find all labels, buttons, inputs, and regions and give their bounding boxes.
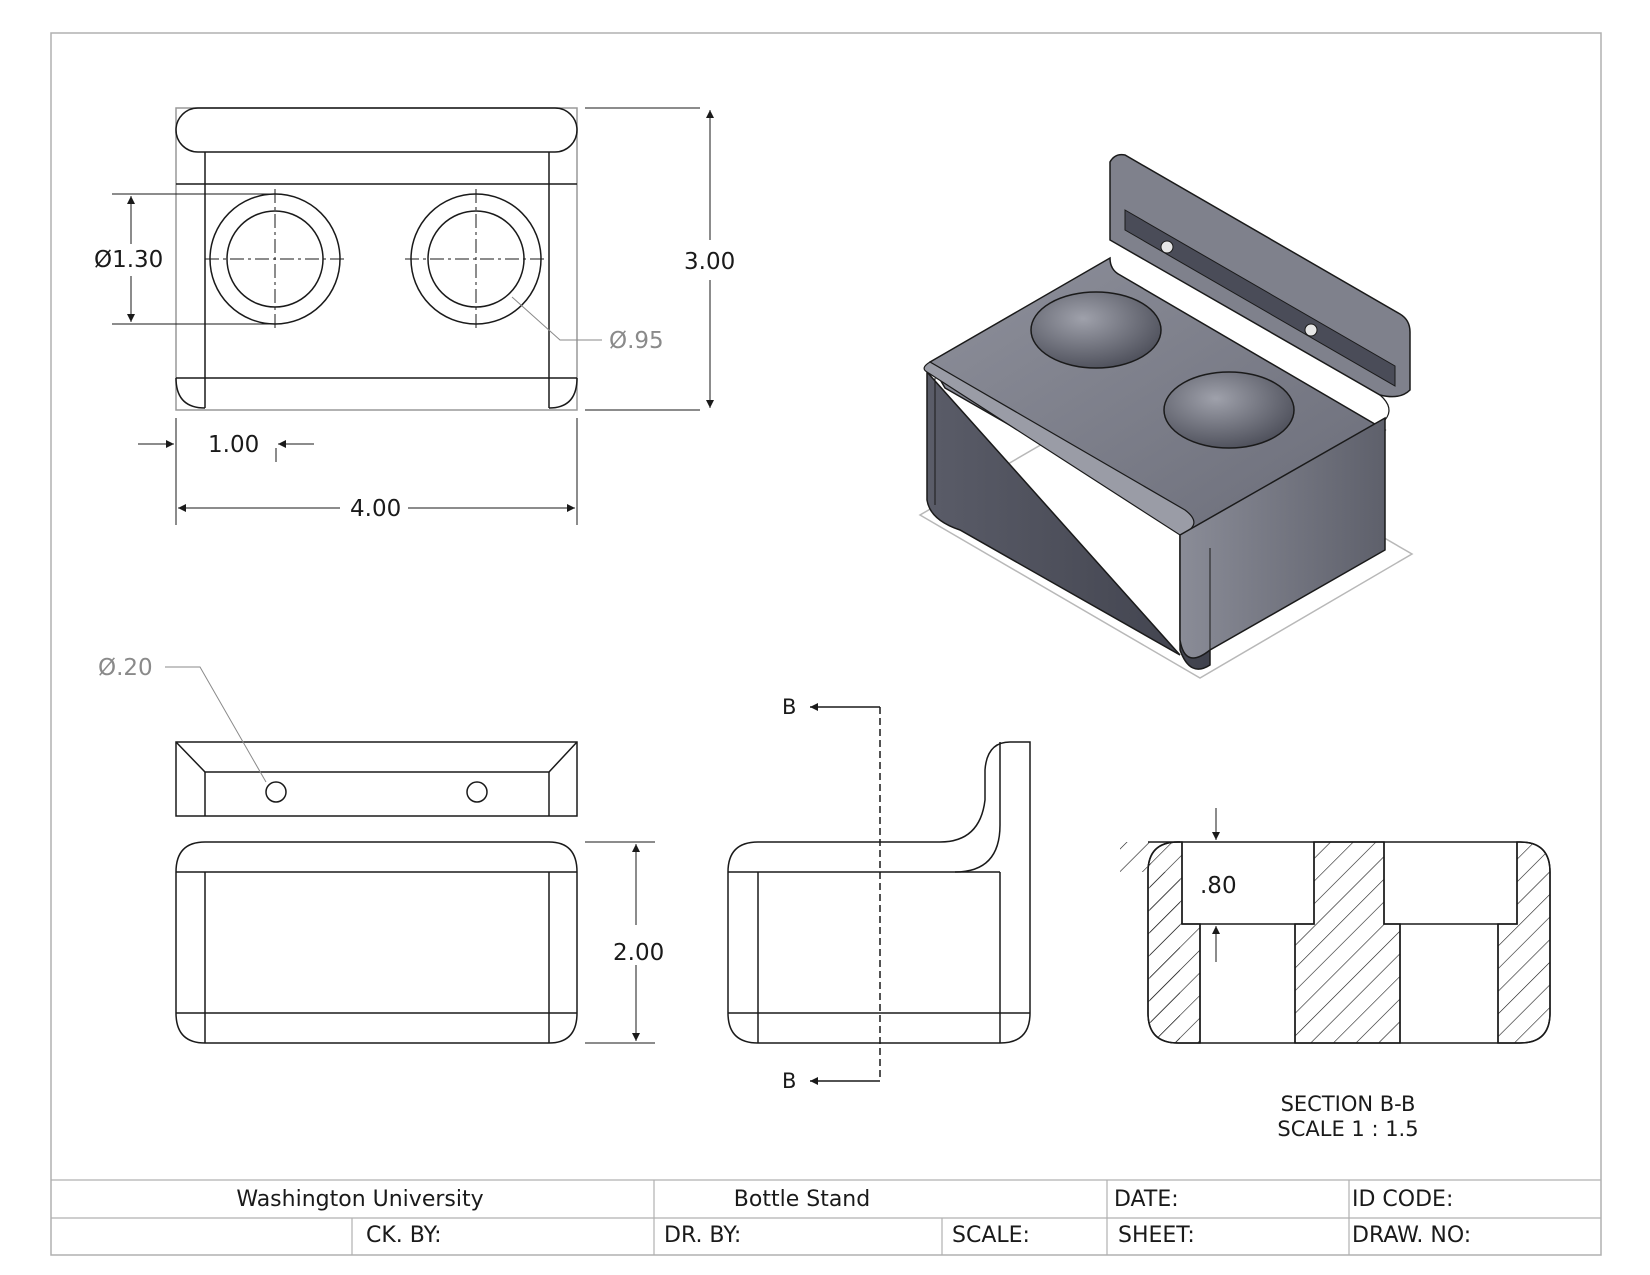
title-block	[51, 1179, 1601, 1255]
section-title: SECTION B-B	[1281, 1092, 1416, 1116]
section-letter-bottom: B	[782, 1069, 796, 1093]
title-scale-label: SCALE:	[952, 1223, 1030, 1248]
front-small-hole-right	[466, 781, 488, 803]
dim-hole-inner: Ø.95	[609, 328, 664, 354]
dim-height: 3.00	[684, 249, 735, 275]
section-view	[1120, 808, 1551, 1044]
sheet-border	[50, 32, 1602, 1256]
title-part-name: Bottle Stand	[734, 1187, 870, 1212]
dim-hole-outer: Ø1.30	[94, 247, 163, 273]
title-id-code-label: ID CODE:	[1352, 1187, 1453, 1212]
section-scale: SCALE 1 : 1.5	[1277, 1117, 1418, 1141]
front-small-hole-left	[265, 781, 287, 803]
front-view	[165, 666, 655, 1044]
title-organization: Washington University	[236, 1187, 483, 1212]
title-date-label: DATE:	[1114, 1187, 1179, 1212]
section-letter-top: B	[782, 695, 796, 719]
dim-small-hole: Ø.20	[98, 655, 153, 681]
dim-base-height: 2.00	[613, 940, 664, 966]
title-checked-by-label: CK. BY:	[366, 1223, 442, 1248]
dim-offset: 1.00	[208, 432, 259, 458]
title-drawn-by-label: DR. BY:	[664, 1223, 741, 1248]
top-view	[112, 107, 714, 525]
dim-depth: .80	[1200, 873, 1237, 899]
isometric-view	[918, 153, 1414, 679]
title-drawing-number-label: DRAW. NO:	[1352, 1223, 1471, 1248]
dim-width: 4.00	[350, 496, 401, 522]
side-view	[727, 703, 1031, 1085]
title-sheet-label: SHEET:	[1118, 1223, 1195, 1248]
